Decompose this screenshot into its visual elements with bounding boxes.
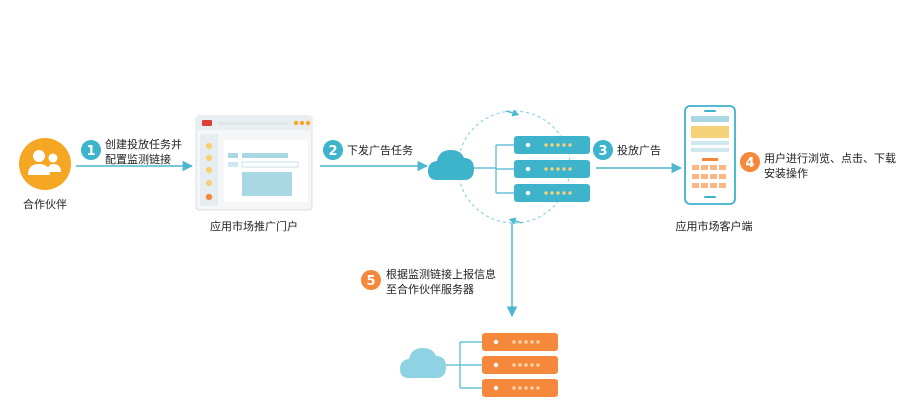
cloud-icon-bottom: [400, 348, 446, 378]
partner-node: 合作伙伴: [19, 138, 71, 211]
step-5-line-1: 根据监测链接上报信息: [386, 267, 496, 281]
step-2-badge: [323, 140, 343, 160]
cycle-arrow-bottom: [508, 217, 523, 225]
step-4-badge: [740, 152, 760, 172]
partner-label: 合作伙伴: [23, 197, 67, 211]
server-connectors: [474, 144, 514, 194]
step-3-badge: [593, 140, 613, 160]
client-label: 应用市场客户端: [676, 219, 753, 233]
step-3: 3 投放广告: [593, 140, 661, 160]
group-icon-figures: [28, 150, 61, 175]
cloud-server-cycle: [428, 109, 590, 225]
server-rack-icon-orange: [482, 333, 558, 397]
step-1-number: 1: [86, 144, 95, 159]
step-4-line-1: 用户进行浏览、点击、下载: [764, 151, 896, 165]
step-2-number: 2: [328, 144, 337, 159]
step-3-line-1: 投放广告: [617, 143, 661, 157]
step-4-number: 4: [745, 156, 754, 171]
step-2-line-1: 下发广告任务: [347, 143, 413, 157]
step-2: 2 下发广告任务: [323, 140, 413, 160]
step-5-line-2: 至合作伙伴服务器: [386, 282, 474, 296]
smartphone-icon: [684, 105, 736, 205]
cycle-arrow-top: [505, 109, 520, 117]
portal-label: 应用市场推广门户: [210, 219, 298, 233]
step-5-badge: [361, 270, 381, 290]
browser-window-icon: [195, 115, 313, 211]
partner-server-connectors: [446, 341, 482, 389]
step-3-number: 3: [598, 144, 607, 159]
step-5-number: 5: [366, 274, 375, 289]
step-4: 4 用户进行浏览、点击、下载 安装操作: [740, 151, 896, 180]
step-4-line-2: 安装操作: [764, 166, 808, 180]
cloud-icon: [428, 150, 474, 180]
step-1-badge: [81, 140, 101, 160]
server-rack-icon: [514, 136, 590, 202]
step-1-line-2: 配置监测链接: [105, 152, 171, 166]
step-1: 1 创建投放任务并 配置监测链接: [81, 137, 182, 166]
step-1-line-1: 创建投放任务并: [105, 137, 182, 151]
step-5: 5 根据监测链接上报信息 至合作伙伴服务器: [361, 267, 496, 296]
partner-server-group: [400, 333, 558, 397]
group-icon: [19, 138, 71, 190]
